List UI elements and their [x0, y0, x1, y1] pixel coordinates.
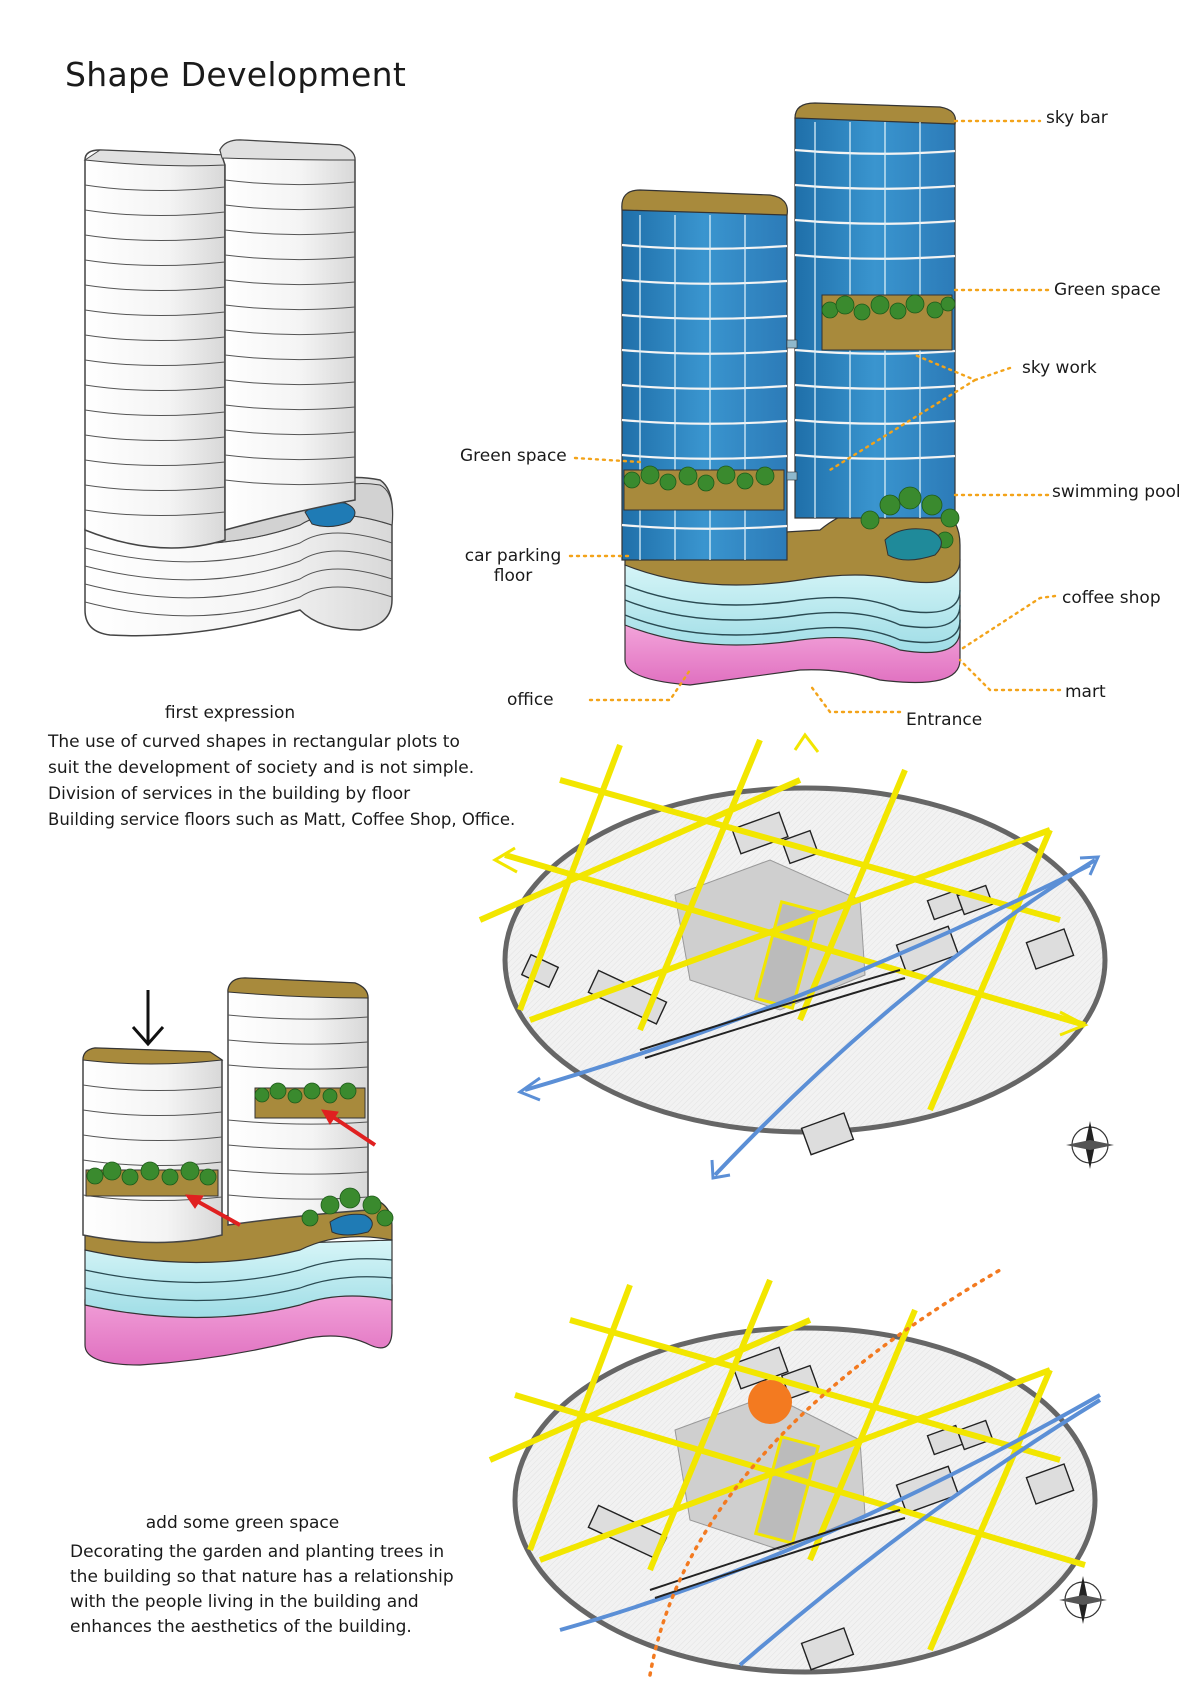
label-swimming-pool: swimming pool	[1052, 482, 1181, 502]
caption-green-space: add some green space	[145, 1513, 340, 1533]
leader-lines	[568, 119, 1062, 714]
description-line: Division of services in the building by …	[48, 784, 411, 804]
description-line: Building service floors such as Matt, Co…	[48, 810, 516, 829]
label-car-parking-floor: car parking floor	[460, 546, 566, 586]
sun-icon	[748, 1380, 792, 1424]
label-coffee-shop: coffee shop	[1062, 588, 1161, 608]
site-plan-sun-path	[488, 1268, 1102, 1677]
massing-model-green-space	[82, 977, 394, 1366]
label-green-space-left: Green space	[460, 446, 567, 466]
label-entrance: Entrance	[906, 710, 983, 730]
label-green-space-right: Green space	[1054, 280, 1161, 300]
label-mart: mart	[1065, 682, 1106, 702]
description-line: the building so that nature has a relati…	[70, 1567, 454, 1587]
label-car-parking-line2: floor	[493, 566, 533, 586]
down-arrow-icon	[131, 990, 165, 1047]
description-line: The use of curved shapes in rectangular …	[48, 732, 460, 752]
label-sky-bar: sky bar	[1046, 108, 1108, 128]
description-line: with the people living in the building a…	[70, 1592, 419, 1612]
description-line: suit the development of society and is n…	[48, 758, 475, 778]
label-car-parking-line1: car parking	[464, 546, 562, 566]
program-diagram-building	[621, 102, 961, 686]
page-title: Shape Development	[65, 55, 407, 94]
compass-rose-icon	[1059, 1576, 1107, 1624]
site-plan-circulation	[478, 732, 1108, 1180]
label-sky-work: sky work	[1022, 358, 1097, 378]
description-green-space: Decorating the garden and planting trees…	[70, 1540, 490, 1640]
description-line: Decorating the garden and planting trees…	[70, 1542, 445, 1562]
massing-model-first-expression	[83, 139, 394, 637]
description-line: enhances the aesthetics of the building.	[70, 1617, 412, 1637]
compass-rose-icon	[1066, 1121, 1114, 1169]
caption-first-expression: first expression	[164, 703, 296, 723]
label-office: office	[507, 690, 554, 710]
description-first-expression: The use of curved shapes in rectangular …	[48, 729, 528, 833]
